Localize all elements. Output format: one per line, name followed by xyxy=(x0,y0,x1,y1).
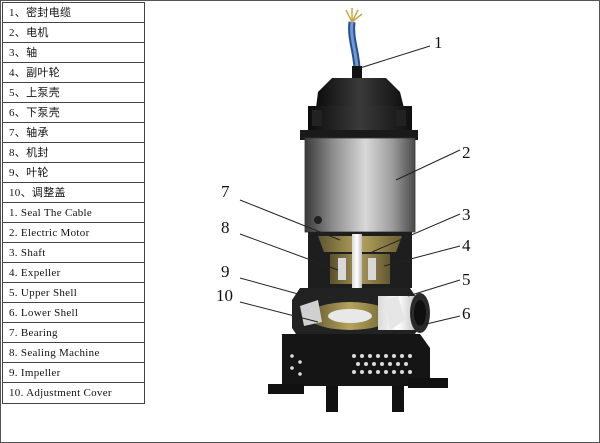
legend-item: 1、密封电缆 xyxy=(3,3,144,23)
outlet-flange xyxy=(378,293,430,333)
legend-item: 10. Adjustment Cover xyxy=(9,387,112,399)
pump-diagram: 1 2 3 4 5 6 7 8 9 10 xyxy=(216,8,471,412)
legend-item: 6. Lower Shell xyxy=(3,303,144,323)
pump-stand xyxy=(268,334,448,412)
leader-lines xyxy=(239,45,461,327)
legend-item: 6、下泵壳 xyxy=(3,103,144,123)
callout-1: 1 xyxy=(434,33,443,52)
callout-8: 8 xyxy=(221,218,230,237)
parts-legend: 1、密封电缆 2、电机 3、轴 4、副叶轮 5、上泵壳 6、下泵壳 7、轴承 8… xyxy=(2,2,145,404)
cable xyxy=(345,8,363,78)
legend-item: 3、轴 xyxy=(3,43,144,63)
legend-item: 9. Impeller xyxy=(3,363,144,383)
legend-item: 10、调整盖 xyxy=(3,183,144,203)
legend-item: 5. Upper Shell xyxy=(3,283,144,303)
electric-motor xyxy=(304,137,416,233)
legend-item: 5、上泵壳 xyxy=(3,83,144,103)
callout-5: 5 xyxy=(462,270,471,289)
callout-9: 9 xyxy=(221,262,230,281)
legend-item: 8、机封 xyxy=(3,143,144,163)
legend-item: 3. Shaft xyxy=(3,243,144,263)
legend-item: 2、电机 xyxy=(3,23,144,43)
callout-4: 4 xyxy=(462,236,471,255)
motor-cap xyxy=(300,78,418,140)
legend-item: 4. Expeller xyxy=(3,263,144,283)
callout-3: 3 xyxy=(462,205,471,224)
legend-item: 1. Seal The Cable xyxy=(3,203,144,223)
cutaway-section xyxy=(308,232,412,312)
callout-2: 2 xyxy=(462,143,471,162)
legend-item: 8. Sealing Machine xyxy=(3,343,144,363)
legend-item: 9、叶轮 xyxy=(3,163,144,183)
callout-6: 6 xyxy=(462,304,471,323)
legend-item: 2. Electric Motor xyxy=(3,223,144,243)
legend-item: 7、轴承 xyxy=(3,123,144,143)
legend-item: 7. Bearing xyxy=(3,323,144,343)
callout-10: 10 xyxy=(216,286,233,305)
legend-item: 4、副叶轮 xyxy=(3,63,144,83)
callout-7: 7 xyxy=(221,182,230,201)
